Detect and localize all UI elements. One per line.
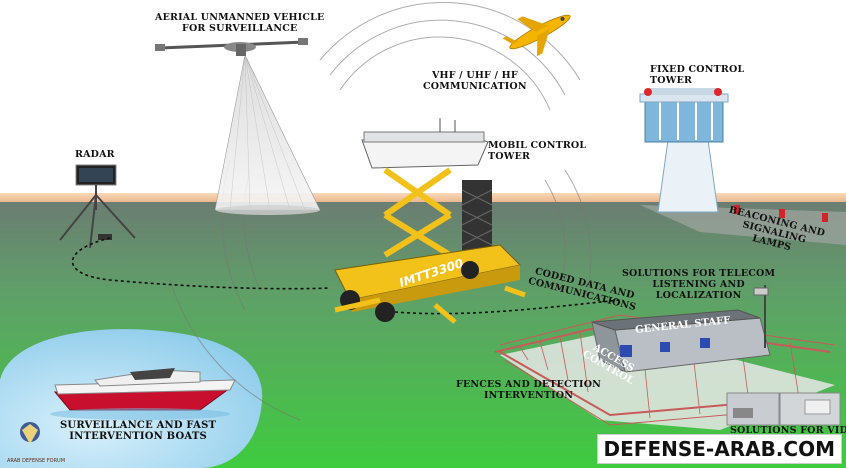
airplane-icon (502, 14, 571, 57)
building-icon (591, 309, 771, 373)
forum-logo-icon (20, 422, 40, 444)
radar-icon (59, 164, 136, 249)
forum-logo-text: ARAB DEFENSE FORUM (6, 458, 66, 464)
camera-icon (753, 285, 769, 348)
mobile-tower-icon (334, 118, 526, 324)
boat-icon (50, 368, 236, 420)
label-video: SOLUTIONS FOR VIDEO (730, 425, 846, 436)
beacon-lamps (734, 205, 828, 222)
watermark[interactable]: DEFENSE-ARAB.COM (596, 434, 842, 464)
data-link (71, 237, 331, 290)
fixed-tower-icon (639, 88, 729, 213)
drone-icon (155, 38, 308, 56)
video-thumbnails (726, 392, 841, 426)
label-radar: RADAR (75, 149, 115, 160)
